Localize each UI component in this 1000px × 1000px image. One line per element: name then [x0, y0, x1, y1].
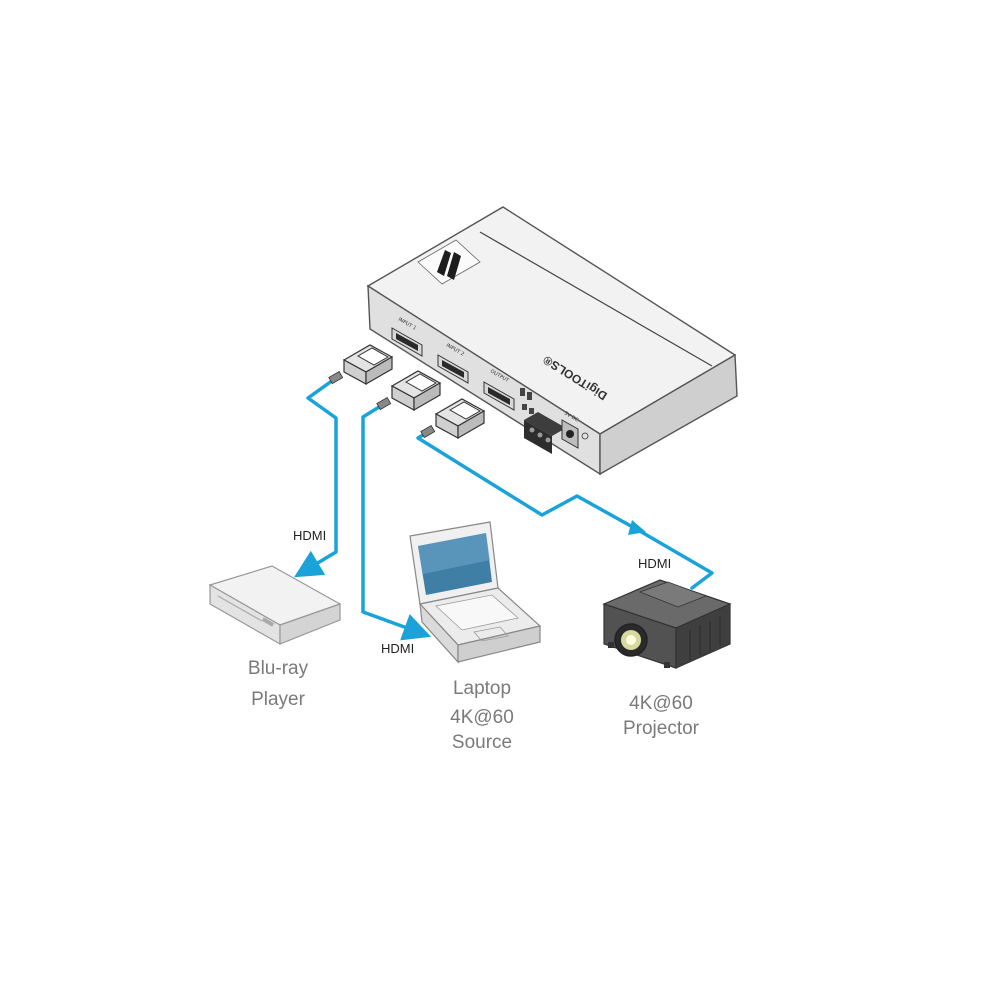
terminal-block [524, 412, 566, 454]
laptop [409, 521, 542, 664]
cables [293, 376, 714, 641]
laptop-cable [361, 402, 432, 641]
bluray-label: Blu-ray Player [228, 656, 328, 712]
bluray-label-line2: Player [251, 689, 305, 710]
hdmi-connector-2 [376, 370, 442, 412]
laptop-cable-label: HDMI [381, 641, 415, 656]
projector-cable-arrow [628, 520, 646, 535]
projector-cable-label: HDMI [638, 556, 672, 571]
switcher-device: DigiTOOLS® INPUT 1 INPUT 2 OUTPUT [366, 206, 738, 476]
kramer-logo [417, 239, 481, 285]
laptop-label-line3: Source [451, 732, 513, 753]
projector-label: 4K@60 Projector [611, 691, 711, 741]
bluray-player [208, 565, 342, 646]
laptop-label: Laptop 4K@60 Source [432, 676, 532, 755]
projector-cable [416, 430, 640, 532]
hdmi-connector-1 [328, 344, 394, 386]
laptop-label-line1: Laptop [452, 678, 512, 699]
bluray-label-line1: Blu-ray [247, 658, 309, 679]
laptop-label-line2: 4K@60 [450, 707, 514, 728]
power-port: 5V DC [561, 411, 589, 449]
hdmi-connector-3 [420, 398, 486, 440]
projector-label-line2: Projector [622, 718, 700, 739]
bluray-cable [293, 376, 338, 578]
dip-switches [520, 388, 534, 414]
device-side [599, 353, 738, 476]
projector-label-line1: 4K@60 [629, 693, 693, 714]
bluray-cable-label: HDMI [293, 528, 327, 543]
projector [602, 579, 732, 669]
